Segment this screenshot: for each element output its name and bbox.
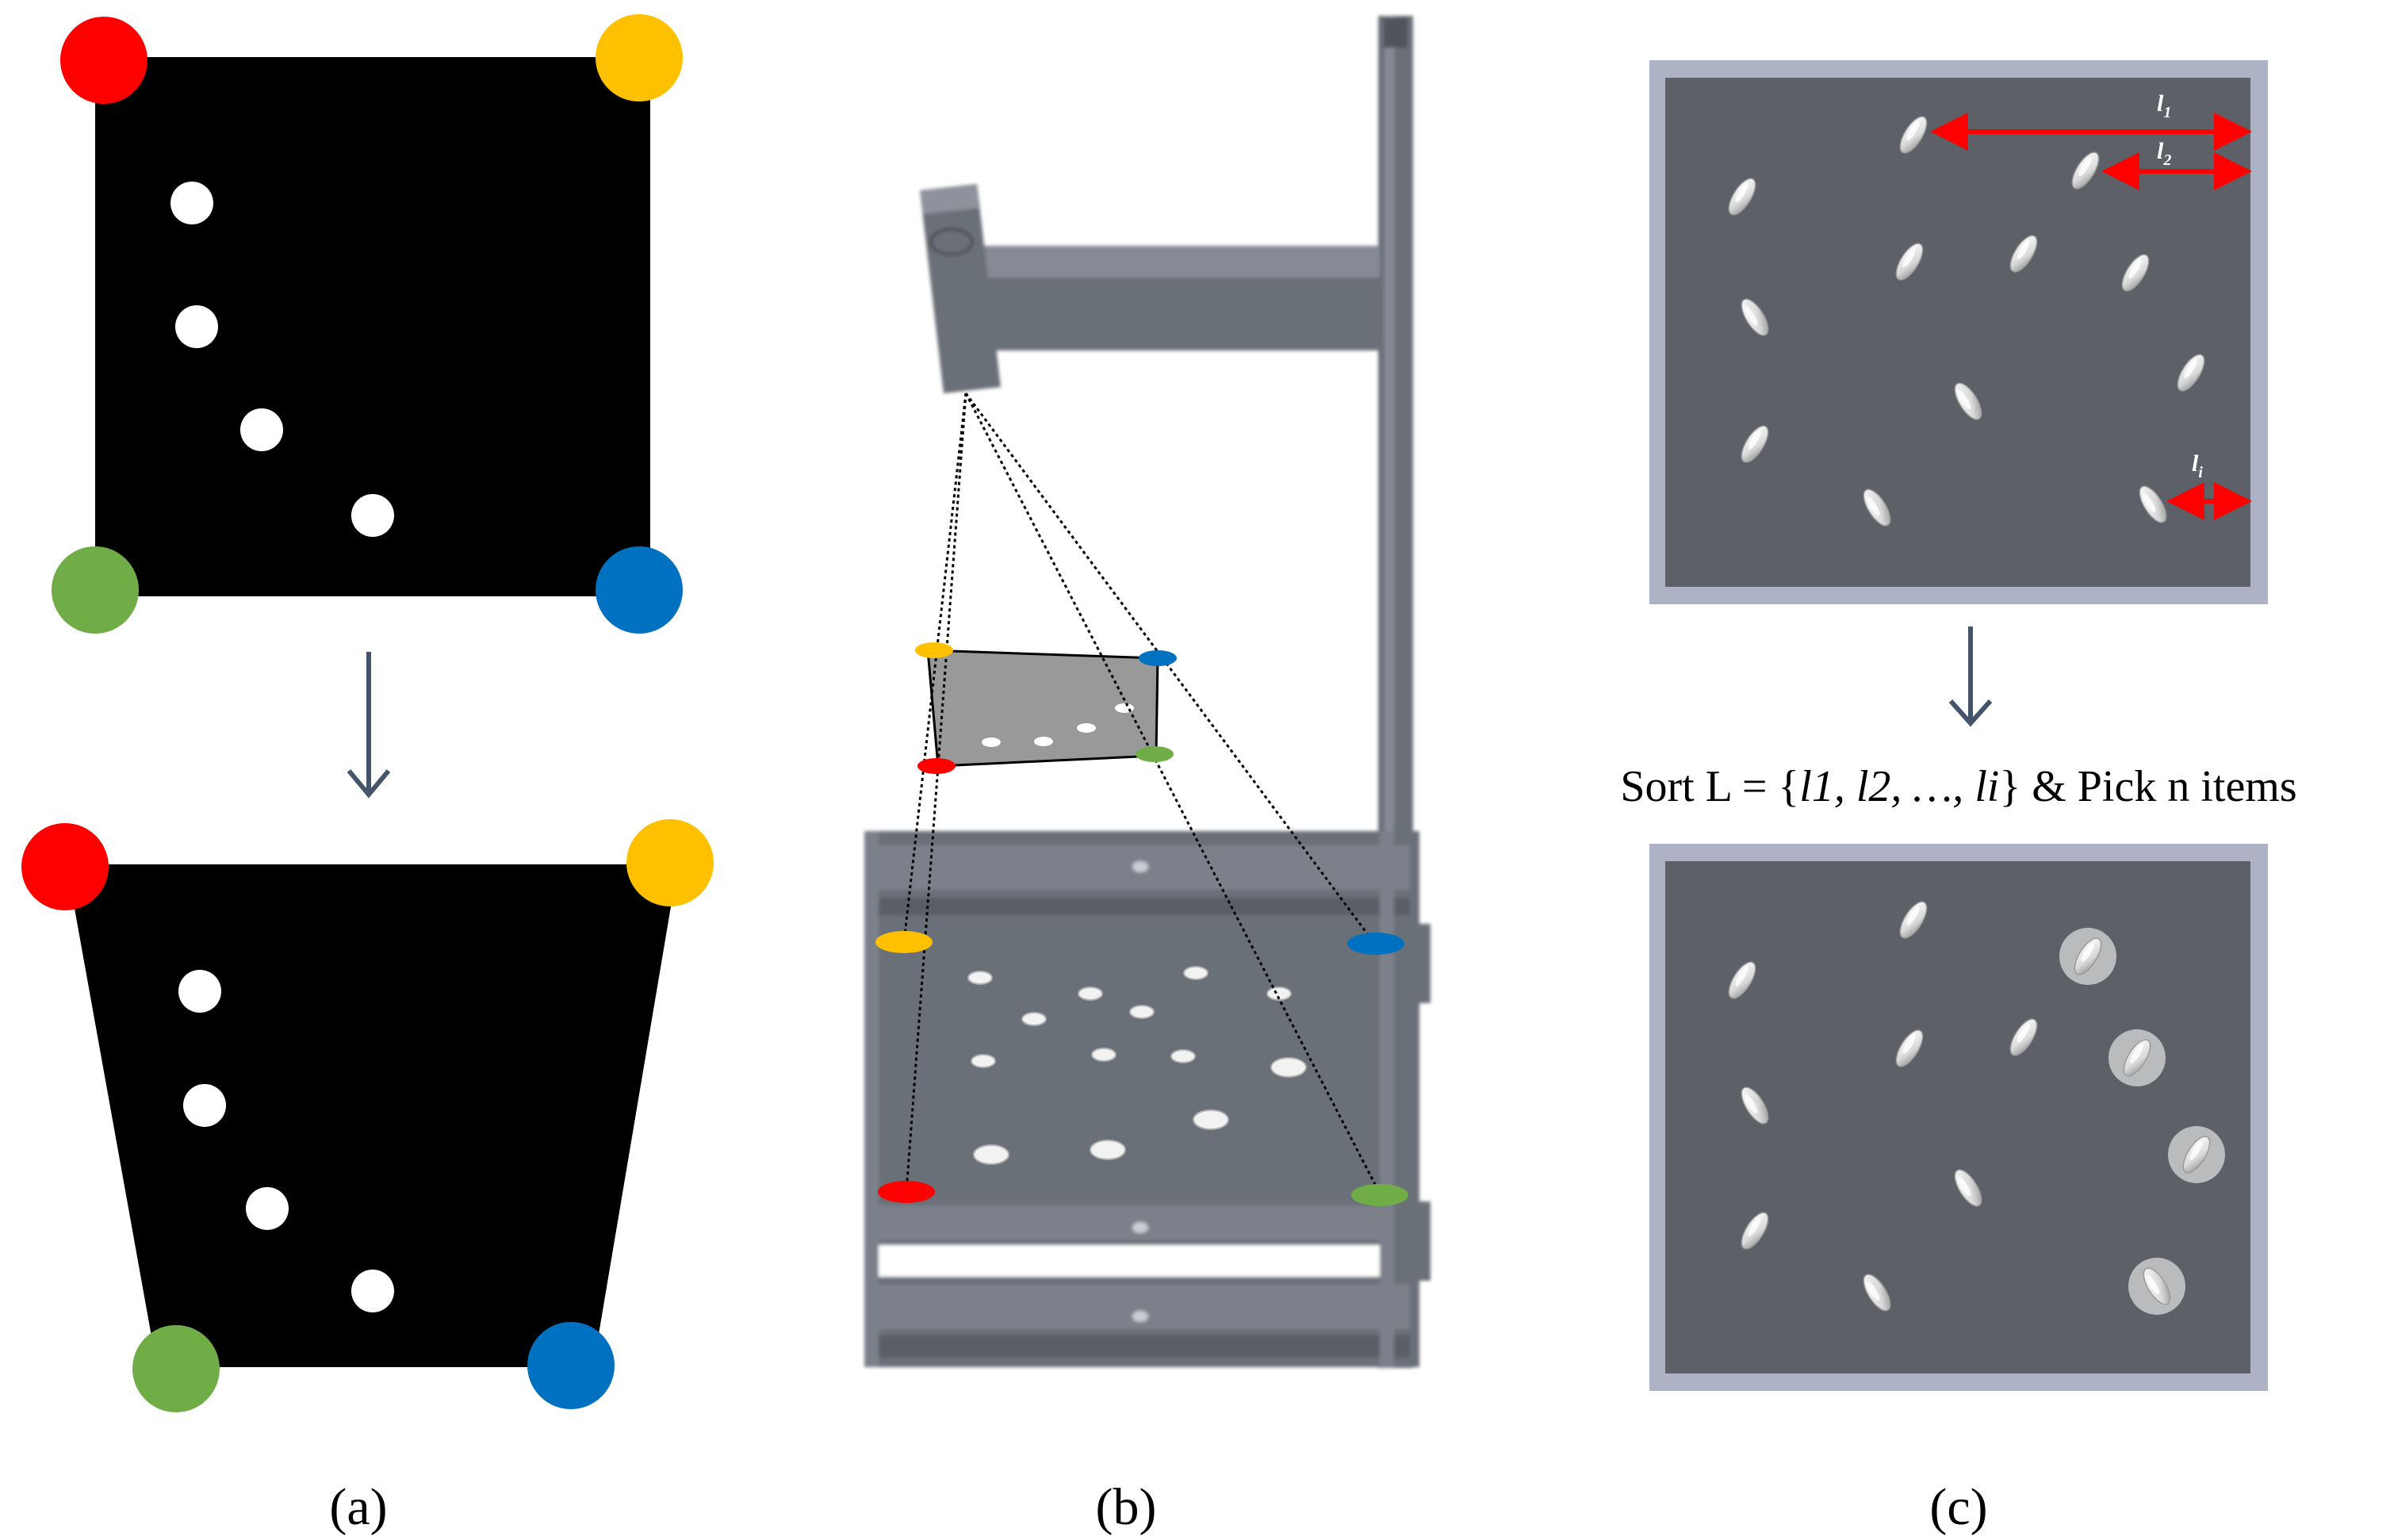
sort-instruction: Sort L = {l1, l2, …, li} & Pick n items xyxy=(1620,762,2296,811)
dim-label-li: li xyxy=(2192,450,2203,481)
camera-icon xyxy=(920,184,1001,393)
corner-marker-icon xyxy=(875,931,933,953)
white-dot xyxy=(175,305,218,348)
corner-marker-icon xyxy=(1347,933,1404,955)
white-dot xyxy=(246,1187,289,1230)
down-arrow-icon xyxy=(347,652,391,799)
corner-marker-icon xyxy=(917,758,956,774)
corner-marker-icon xyxy=(52,546,139,634)
panel-label-c: (c) xyxy=(1929,1478,1987,1536)
plate-seeds xyxy=(967,966,1307,1165)
projection-lines xyxy=(902,393,1381,1194)
down-arrow-icon xyxy=(1948,626,1993,727)
corner-marker-icon xyxy=(1351,1184,1408,1206)
white-dot xyxy=(178,970,221,1013)
dim-label-l2: l2 xyxy=(2157,138,2171,169)
panel-a: (a) xyxy=(21,14,714,1536)
panel-label-b: (b) xyxy=(1096,1478,1157,1536)
corner-marker-icon xyxy=(878,1181,935,1203)
corner-marker-icon xyxy=(596,14,683,102)
corner-marker-icon xyxy=(915,642,953,658)
white-dot xyxy=(351,494,394,537)
white-dot xyxy=(351,1270,394,1312)
corner-marker-icon xyxy=(132,1325,220,1412)
corner-marker-icon xyxy=(527,1322,615,1409)
white-dot xyxy=(240,408,283,451)
corner-marker-icon xyxy=(1136,746,1174,762)
corner-marker-icon xyxy=(596,546,683,634)
white-dot xyxy=(170,182,213,224)
panel-label-a: (a) xyxy=(329,1478,387,1536)
corner-marker-icon xyxy=(626,819,714,906)
panel-c: l1 l2 li Sort L = {l1, l2, …, li} & Pick… xyxy=(1620,60,2297,1536)
white-dot xyxy=(183,1084,226,1127)
panel-b: (b) xyxy=(864,16,1431,1536)
corner-marker-icon xyxy=(21,823,109,910)
corner-marker-icon xyxy=(1139,650,1177,666)
dim-label-l1: l1 xyxy=(2157,90,2171,121)
corner-marker-icon xyxy=(60,17,147,104)
